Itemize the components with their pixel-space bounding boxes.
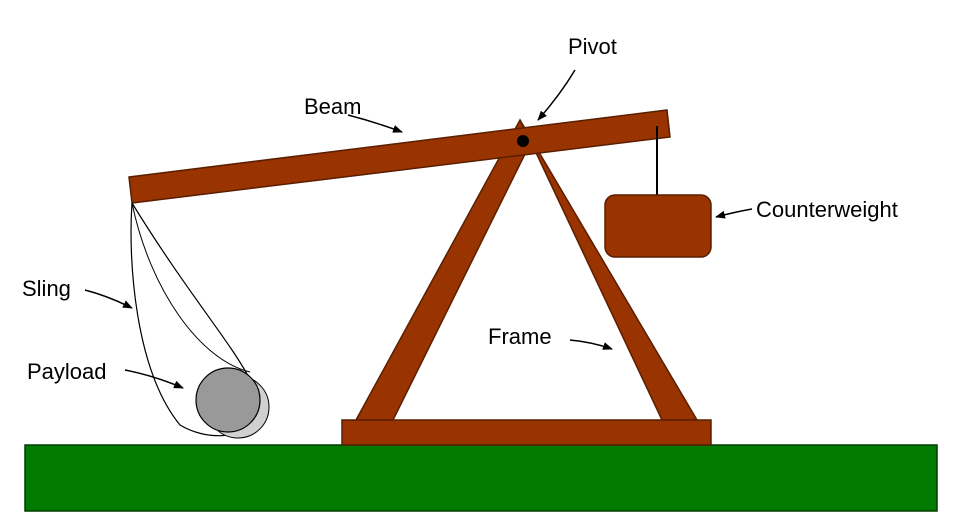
pivot-pin xyxy=(517,135,529,147)
payload-arrow xyxy=(124,369,184,389)
frame-right-leg xyxy=(519,119,699,421)
pivot-label: Pivot xyxy=(568,34,617,59)
beam-label: Beam xyxy=(304,94,361,119)
counterweight-label: Counterweight xyxy=(756,197,898,222)
frame-base xyxy=(341,419,712,446)
frame-arrow xyxy=(569,339,613,350)
ground xyxy=(24,444,938,512)
counterweight xyxy=(604,194,712,258)
payload-label: Payload xyxy=(27,359,107,384)
sling-arrow xyxy=(84,289,133,309)
sling-label: Sling xyxy=(22,276,71,301)
frame-label: Frame xyxy=(488,324,552,349)
pivot-arrow xyxy=(537,69,576,121)
beam xyxy=(128,109,671,204)
counterweight-arrow xyxy=(715,208,753,219)
sling-inner-cord xyxy=(131,202,251,373)
beam-arrow xyxy=(347,114,403,133)
payload xyxy=(195,367,261,433)
